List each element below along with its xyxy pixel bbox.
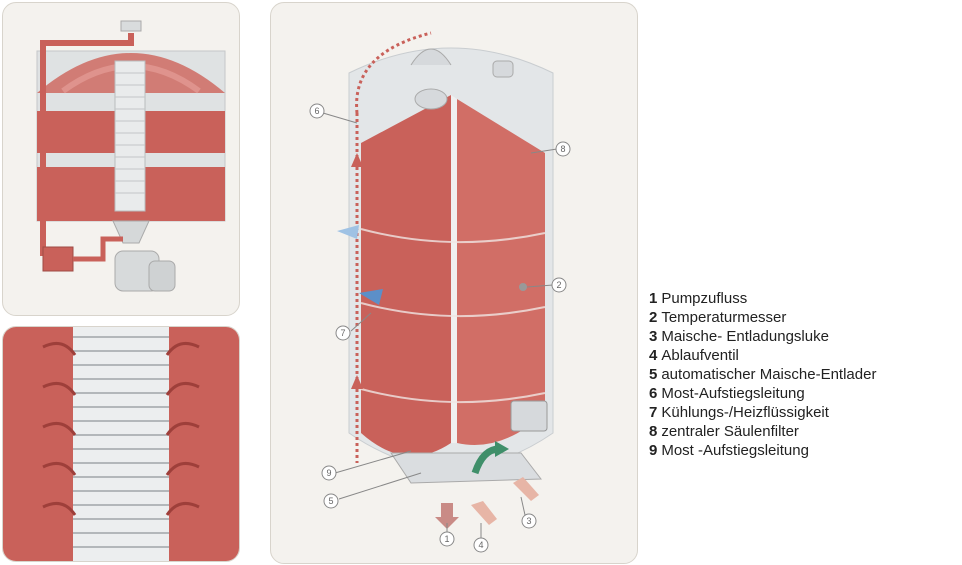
legend-label: Most-Aufstiegsleitung xyxy=(661,385,804,402)
legend-number: 8 xyxy=(649,423,657,440)
legend-label: zentraler Säulenfilter xyxy=(661,423,799,440)
legend-label: automatischer Maische-Entlader xyxy=(661,366,876,383)
svg-text:7: 7 xyxy=(340,328,345,338)
callout-9: 9 xyxy=(322,466,336,480)
filter-closeup-illustration xyxy=(3,327,239,561)
callout-2: 2 xyxy=(552,278,566,292)
callout-5: 5 xyxy=(324,494,338,508)
tank-cross-section-illustration xyxy=(3,3,239,315)
svg-text:5: 5 xyxy=(328,496,333,506)
legend-number: 7 xyxy=(649,404,657,421)
legend-label: Kühlungs-/Heizflüssigkeit xyxy=(661,404,829,421)
filter-closeup-panel xyxy=(2,326,240,562)
tank-cutaway-panel: 6 8 2 7 9 5 1 4 3 xyxy=(270,2,638,564)
legend-label: Pumpzufluss xyxy=(661,290,747,307)
legend-number: 4 xyxy=(649,347,657,364)
svg-text:6: 6 xyxy=(314,106,319,116)
callout-6: 6 xyxy=(310,104,324,118)
tank-cross-section-panel xyxy=(2,2,240,316)
svg-text:4: 4 xyxy=(478,540,483,550)
svg-text:1: 1 xyxy=(444,534,449,544)
legend-number: 5 xyxy=(649,366,657,383)
callout-7: 7 xyxy=(336,326,350,340)
legend-label: Most -Aufstiegsleitung xyxy=(661,442,809,459)
legend-number: 6 xyxy=(649,385,657,402)
callout-layer: 6 8 2 7 9 5 1 4 3 xyxy=(271,3,637,563)
legend-number: 3 xyxy=(649,328,657,345)
legend-label: Maische- Entladungsluke xyxy=(661,328,829,345)
callout-8: 8 xyxy=(556,142,570,156)
legend-number: 9 xyxy=(649,442,657,459)
callout-1: 1 xyxy=(440,532,454,546)
callout-3: 3 xyxy=(522,514,536,528)
legend-number: 2 xyxy=(649,309,657,326)
svg-text:8: 8 xyxy=(560,144,565,154)
legend-label: Temperaturmesser xyxy=(661,309,786,326)
legend-label: Ablaufventil xyxy=(661,347,739,364)
callout-4: 4 xyxy=(474,538,488,552)
svg-text:3: 3 xyxy=(526,516,531,526)
svg-text:2: 2 xyxy=(556,280,561,290)
svg-text:9: 9 xyxy=(326,468,331,478)
legend-number: 1 xyxy=(649,290,657,307)
